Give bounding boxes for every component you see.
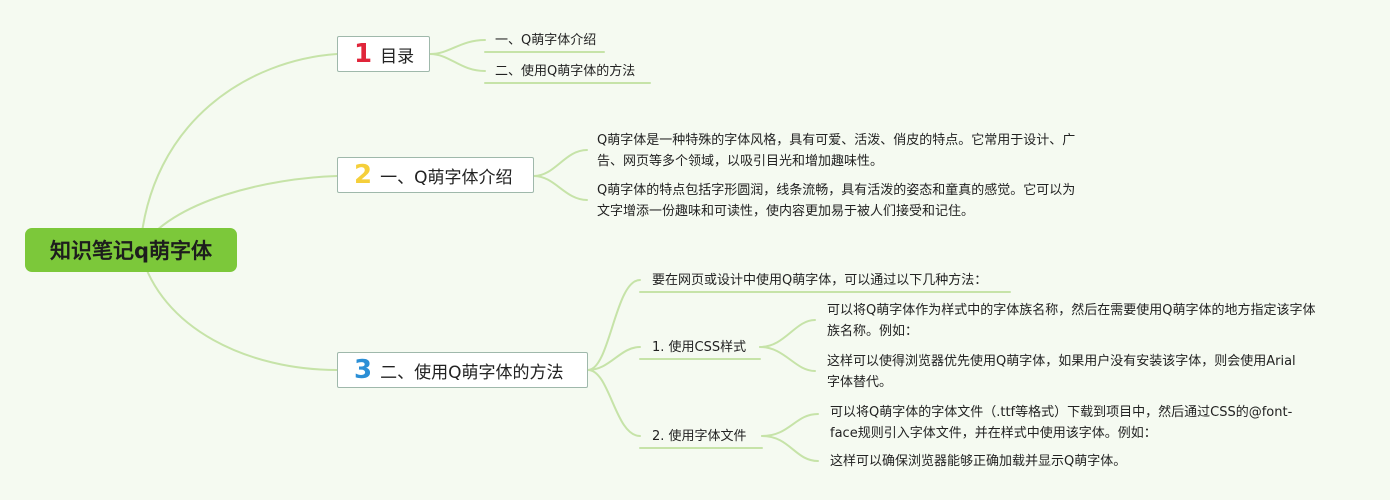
root-to-branch-1 <box>139 53 338 251</box>
b3-to-method-1 <box>587 346 641 371</box>
root-topic[interactable]: 知识笔记q萌字体 <box>25 228 237 272</box>
m2-to-item-1 <box>761 413 819 437</box>
m2-to-item-2 <box>761 435 819 462</box>
branch-toc-label: 目录 <box>380 46 415 67</box>
css-item-1[interactable]: 可以将Q萌字体作为样式中的字体族名称，然后在需要使用Q萌字体的地方指定该字体族名… <box>827 303 1316 339</box>
m1-to-item-2 <box>759 346 816 372</box>
method-font-file[interactable]: 2. 使用字体文件 <box>652 429 747 444</box>
branch-usage[interactable]: 3 二、使用Q萌字体的方法 <box>337 352 588 388</box>
font-file-item-1[interactable]: 可以将Q萌字体的字体文件（.ttf等格式）下载到项目中，然后通过CSS的@fon… <box>830 405 1293 441</box>
branch-intro-label: 一、Q萌字体介绍 <box>380 167 513 188</box>
branch-toc[interactable]: 1 目录 <box>337 36 430 72</box>
intro-item-2[interactable]: Q萌字体的特点包括字形圆润，线条流畅，具有活泼的姿态和童真的感觉。它可以为文字增… <box>597 183 1076 219</box>
root-to-branch-3 <box>139 249 338 371</box>
root-topic-label: 知识笔记q萌字体 <box>49 239 213 263</box>
b2-to-item-1 <box>533 149 588 177</box>
toc-item-2[interactable]: 二、使用Q萌字体的方法 <box>495 64 636 79</box>
branch-intro[interactable]: 2 一、Q萌字体介绍 <box>337 157 534 193</box>
b1-to-item-2 <box>429 53 486 72</box>
intro-item-1[interactable]: Q萌字体是一种特殊的字体风格，具有可爱、活泼、俏皮的特点。它常用于设计、广告、网… <box>597 133 1076 169</box>
method-css[interactable]: 1. 使用CSS样式 <box>652 340 747 355</box>
toc-item-1[interactable]: 一、Q萌字体介绍 <box>495 33 597 48</box>
number-3-icon: 3 <box>354 355 373 385</box>
b3-to-intro <box>587 279 641 371</box>
b1-to-item-1 <box>429 39 486 55</box>
b3-to-method-2 <box>587 369 641 437</box>
branch-usage-label: 二、使用Q萌字体的方法 <box>380 362 564 383</box>
number-1-icon: 1 <box>354 39 373 69</box>
b2-to-item-2 <box>533 175 588 201</box>
css-item-2[interactable]: 这样可以使得浏览器优先使用Q萌字体，如果用户没有安装该字体，则会使用Arial字… <box>827 354 1296 390</box>
number-2-icon: 2 <box>354 160 373 190</box>
usage-intro[interactable]: 要在网页或设计中使用Q萌字体，可以通过以下几种方法： <box>652 273 988 288</box>
font-file-item-2[interactable]: 这样可以确保浏览器能够正确加载并显示Q萌字体。 <box>830 454 1127 469</box>
m1-to-item-1 <box>759 319 816 348</box>
